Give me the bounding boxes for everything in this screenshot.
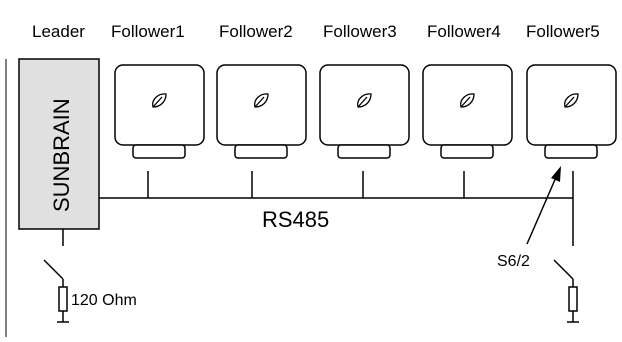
follower-unit-4 [422, 64, 513, 159]
inverter-base [337, 144, 391, 159]
leaf-icon [254, 93, 269, 108]
termination-switch [553, 259, 574, 280]
follower-unit-3 [319, 64, 410, 159]
resistor-label: 120 Ohm [71, 292, 137, 309]
inverter-base [132, 144, 186, 159]
resistor [568, 286, 578, 312]
leader-box-text: SUNBRAIN [49, 98, 74, 212]
leaf-icon [357, 93, 372, 108]
follower-unit-5 [526, 64, 617, 159]
bus-label: RS485 [262, 207, 329, 232]
follower-label-2: Follower2 [219, 22, 293, 41]
leaf-icon [564, 93, 579, 108]
leaf-icon [460, 93, 475, 108]
follower-label-1: Follower1 [111, 22, 185, 41]
inverter-base [544, 144, 598, 159]
leaf-icon [152, 93, 167, 108]
leader-label: Leader [32, 22, 85, 41]
follower-label-4: Follower4 [427, 22, 501, 41]
follower-termination [553, 198, 579, 323]
arrow-head [551, 166, 561, 182]
follower-label-3: Follower3 [323, 22, 397, 41]
leader-box [18, 58, 100, 230]
inverter-base [440, 144, 494, 159]
leader-termination [43, 229, 69, 323]
follower-unit-2 [216, 64, 307, 159]
termination-switch [43, 259, 64, 280]
resistor [58, 286, 68, 312]
follower-label-5: Follower5 [526, 22, 600, 41]
switch-label: S6/2 [497, 253, 530, 270]
inverter-base [234, 144, 288, 159]
switch-pointer-arrow [526, 174, 558, 245]
follower-unit-1 [114, 64, 205, 159]
